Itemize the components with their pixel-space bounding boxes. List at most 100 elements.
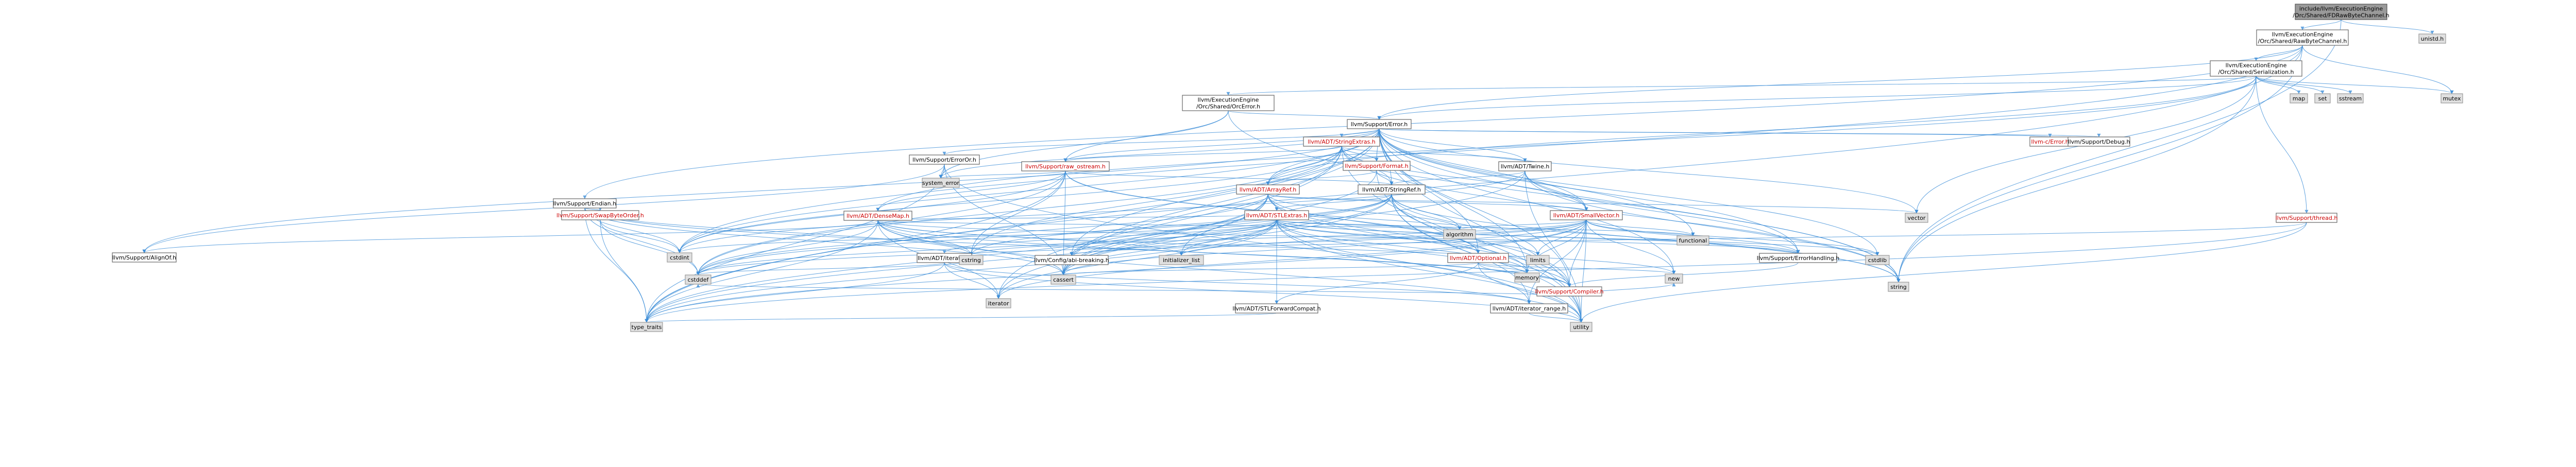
node-label: llvm/ADT/STLExtras.h [1246, 212, 1308, 219]
node-box [1759, 253, 1837, 263]
node-sstream[interactable]: sstream [2337, 93, 2364, 103]
node-sysvariant[interactable]: system_error [922, 178, 960, 188]
node-vector[interactable]: vector [1905, 213, 1928, 223]
node-optional[interactable]: llvm/ADT/Optional.h [1447, 253, 1509, 263]
node-utility[interactable]: utility [1570, 322, 1592, 332]
node-algorithm[interactable]: algorithm [1443, 229, 1476, 239]
node-unistd[interactable]: unistd.h [2418, 33, 2446, 44]
node-label: llvm/Support/ErrorHandling.h [1757, 255, 1840, 262]
node-box [986, 298, 1011, 308]
node-label: limits [1530, 257, 1546, 264]
edge-densemap-to-new [877, 220, 1676, 274]
node-initlist[interactable]: initializer_list [1159, 255, 1204, 265]
node-label: iterator [988, 300, 1009, 307]
node-iterrange[interactable]: llvm/ADT/iterator_range.h [1490, 303, 1568, 314]
node-box [2441, 93, 2463, 103]
node-memory[interactable]: memory [1514, 272, 1540, 283]
edge-root-to-unistd [2341, 19, 2434, 34]
node-debug[interactable]: llvm/Support/Debug.h [2067, 136, 2130, 147]
edge-stringextras-to-cstring [969, 146, 1342, 256]
node-stlextras[interactable]: llvm/ADT/STLExtras.h [1244, 210, 1309, 220]
node-stringextras[interactable]: llvm/ADT/StringExtras.h [1303, 136, 1380, 147]
edge-ser-to-arrayref [1266, 76, 2257, 185]
node-rbc[interactable]: llvm/ExecutionEngine/Orc/Shared/RawByteC… [2256, 29, 2349, 46]
edge-rbc-to-endian [583, 45, 2303, 199]
node-endian[interactable]: llvm/Support/Endian.h [553, 198, 617, 209]
node-errhandling[interactable]: llvm/Support/ErrorHandling.h [1757, 253, 1840, 263]
node-box [2337, 93, 2364, 103]
edge-stlextras-to-cstddef [696, 219, 1277, 275]
node-box [1570, 322, 1592, 332]
edge-error-to-memory [1379, 128, 1529, 273]
node-rawostream[interactable]: llvm/Support/raw_ostream.h [1021, 161, 1110, 171]
node-arrayref[interactable]: llvm/ADT/ArrayRef.h [1236, 184, 1300, 195]
node-new[interactable]: new [1665, 273, 1683, 284]
node-iterator[interactable]: iterator [986, 298, 1011, 308]
node-twine[interactable]: llvm/ADT/Twine.h [1498, 161, 1552, 171]
node-box [1347, 119, 1412, 129]
node-orcerr[interactable]: llvm/ExecutionEngine/Orc/Shared/OrcError… [1182, 95, 1275, 111]
edge-stlextras-to-iterator [996, 219, 1277, 299]
node-label: llvm/Support/AlignOf.h [112, 254, 176, 261]
node-label: llvm/Support/SwapByteOrder.h [556, 212, 644, 219]
node-box [2290, 93, 2308, 103]
node-format[interactable]: llvm/Support/Format.h [1343, 161, 1411, 171]
edge-endian-to-swapbyte [584, 207, 602, 211]
node-label: set [2318, 95, 2327, 102]
node-threadh[interactable]: llvm/Support/thread.h [2276, 213, 2338, 223]
node-box [1235, 303, 1318, 314]
edge-ser-to-densemap [876, 76, 2257, 212]
node-alignof[interactable]: llvm/Support/AlignOf.h [112, 252, 177, 263]
node-label: system_error [922, 180, 959, 186]
node-erroror[interactable]: llvm/Support/ErrorOr.h [909, 154, 980, 165]
node-swapbyte[interactable]: llvm/Support/SwapByteOrder.h [556, 210, 644, 220]
node-map[interactable]: map [2290, 93, 2308, 103]
edge-ser-to-error [1377, 76, 2257, 120]
node-limits[interactable]: limits [1526, 255, 1550, 265]
node-compiler[interactable]: llvm/Support/Compiler.h [1535, 286, 1604, 297]
node-error[interactable]: llvm/Support/Error.h [1347, 119, 1412, 129]
node-stringref[interactable]: llvm/ADT/StringRef.h [1358, 184, 1426, 195]
node-iteratorh[interactable]: llvm/ADT/iterator.h [917, 253, 972, 263]
node-smallvector[interactable]: llvm/ADT/SmallVector.h [1550, 210, 1623, 220]
edge-ser-to-threadh [2256, 76, 2309, 214]
node-stlfwd[interactable]: llvm/ADT/STLForwardCompat.h [1232, 303, 1321, 314]
node-string[interactable]: string [1888, 282, 1909, 292]
node-set[interactable]: set [2314, 93, 2331, 103]
node-label: cstddef [688, 276, 709, 283]
node-cassert[interactable]: cassert [1050, 274, 1076, 285]
node-box [1550, 210, 1623, 220]
edge-smallvector-to-algorithm [1458, 219, 1587, 230]
node-box [112, 252, 177, 263]
node-cfgbrk[interactable]: llvm/Config/abi-breaking.h [1034, 255, 1109, 265]
node-densemap[interactable]: llvm/ADT/DenseMap.h [843, 211, 912, 221]
edge-densemap-to-cstddef [696, 220, 878, 275]
node-cstdint[interactable]: cstdint [667, 252, 692, 263]
edge-optional-to-stlfwd [1275, 262, 1479, 304]
edge-smallvector-to-functional [1586, 219, 1695, 236]
node-ser[interactable]: llvm/ExecutionEngine/Orc/Shared/Serializ… [2210, 60, 2302, 77]
node-cstring[interactable]: cstring [959, 255, 984, 265]
node-cstdlib[interactable]: cstdlib [1865, 255, 1890, 265]
node-functional[interactable]: functional [1676, 235, 1709, 246]
node-box [1303, 136, 1380, 147]
node-typetraits[interactable]: type_traits [630, 322, 663, 332]
node-box [1514, 272, 1540, 283]
node-mutex[interactable]: mutex [2441, 93, 2463, 103]
edge-layer [142, 19, 2454, 323]
node-label: algorithm [1446, 231, 1473, 238]
node-box [1447, 253, 1509, 263]
node-box [1536, 286, 1602, 297]
edge-error-to-cfgbrk [1070, 128, 1380, 256]
node-box [561, 210, 639, 220]
node-cstddef[interactable]: cstddef [685, 274, 711, 285]
node-label: llvm/Support/Format.h [1345, 163, 1408, 169]
node-root[interactable]: include/llvm/ExecutionEngine/Orc/Shared/… [2293, 4, 2389, 20]
edge-arrayref-to-smallvector [1267, 194, 1588, 211]
edge-optional-to-new [1478, 262, 1676, 274]
node-cerror[interactable]: llvm-c/Error.h [2029, 136, 2071, 147]
node-box [1526, 255, 1550, 265]
node-label: llvm/ADT/DenseMap.h [846, 213, 909, 219]
node-label: functional [1679, 237, 1707, 244]
edge-optional-to-cassert [1061, 262, 1479, 275]
